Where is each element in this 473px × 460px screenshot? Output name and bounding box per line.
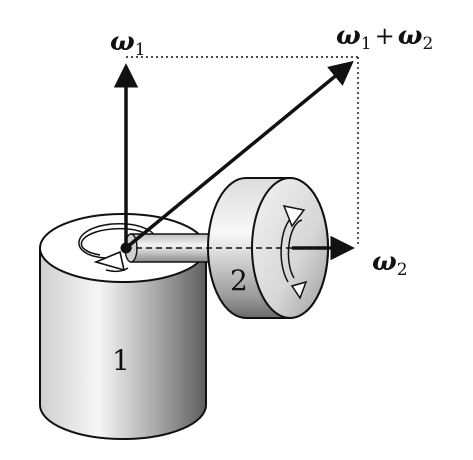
sum-vector-arrow [124,60,354,250]
origin-point [120,242,132,254]
rotation-arrow-cylinder-icon [78,223,158,273]
body2-label: 2 [230,264,248,297]
omega1-label: ω1 [110,27,146,60]
body1-label: 1 [112,344,130,377]
rotation-arrow-wheel-icon [280,204,308,300]
sum-label: ω1+ω2 [336,21,433,54]
omega2-label: ω2 [372,247,408,280]
